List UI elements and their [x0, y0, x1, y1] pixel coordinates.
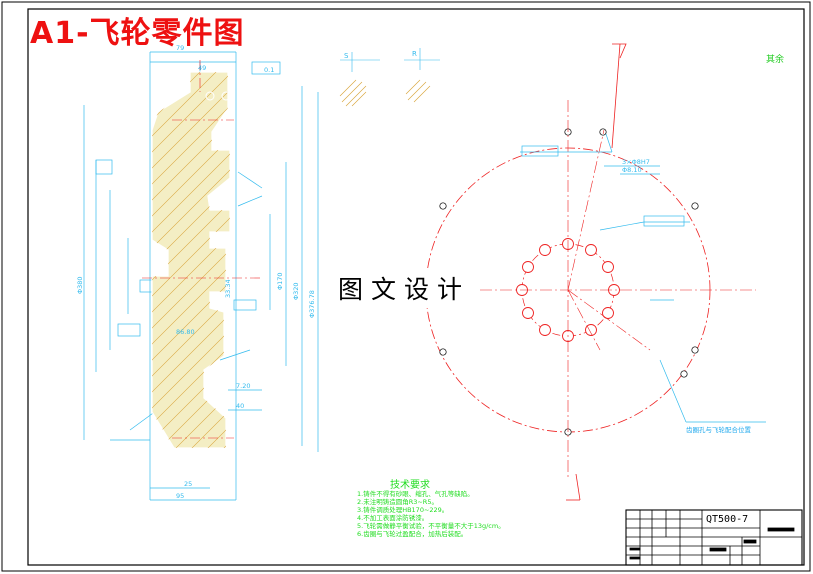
hole-callout-2: Φ8.10 [622, 166, 642, 174]
watermark: 图文设计 [330, 268, 479, 308]
title-block [625, 509, 803, 566]
material-label: QT500-7 [706, 514, 749, 525]
tech-requirements-title: 技术要求 [390, 480, 430, 491]
dim-h1: 25 [184, 480, 192, 488]
surface-finish-note: 其余 [766, 55, 785, 65]
hole-callout-1: 3×Φ8H7 [622, 158, 650, 166]
dim-h2: 7.20 [236, 382, 250, 390]
dim-d4: Φ170 [276, 272, 284, 290]
section-view: 79 49 33.34 Φ170 Φ320 Φ376.78 Φ380 7.20 … [76, 44, 327, 501]
dim-h4: 40 [236, 402, 244, 410]
detail-sections: S R [335, 48, 440, 107]
dim-w2: 79 [176, 44, 184, 52]
section-s-label: S [344, 52, 349, 60]
dim-h3: 86.80 [176, 328, 195, 336]
inner-frame [27, 8, 805, 566]
tech-line: 2.未注明铸造圆角R3~R5。 [357, 498, 438, 506]
dim-d2: Φ376.78 [308, 290, 316, 318]
drawing-title: A1-飞轮零件图 [30, 16, 245, 51]
dim-d1: Φ380 [76, 276, 84, 294]
dim-d6: 0.1 [264, 66, 274, 74]
tech-line: 3.铸件调质处理HB170~229。 [357, 506, 449, 514]
section-r-label: R [412, 50, 417, 58]
tech-line: 4.不加工表面涂防锈漆。 [357, 514, 429, 522]
tech-line: 6.齿圈与飞轮过盈配合，加热后装配。 [357, 530, 468, 538]
front-view: 3×Φ8H7 Φ8.10 [380, 43, 766, 501]
dim-d3: Φ320 [292, 282, 300, 300]
tech-requirements: 1.铸件不得有砂眼、缩孔、气孔等缺陷。 2.未注明铸造圆角R3~R5。 3.铸件… [357, 490, 505, 538]
callout-note: 齿圈孔与飞轮配合位置 [686, 426, 751, 434]
dim-w1: 49 [198, 64, 206, 72]
tech-line: 1.铸件不得有砂眼、缩孔、气孔等缺陷。 [357, 490, 474, 498]
tech-line: 5.飞轮需做静平衡试验，不平衡量不大于13g/cm。 [357, 522, 505, 530]
dim-d5: 33.34 [224, 279, 232, 298]
dim-w3: 95 [176, 492, 184, 500]
